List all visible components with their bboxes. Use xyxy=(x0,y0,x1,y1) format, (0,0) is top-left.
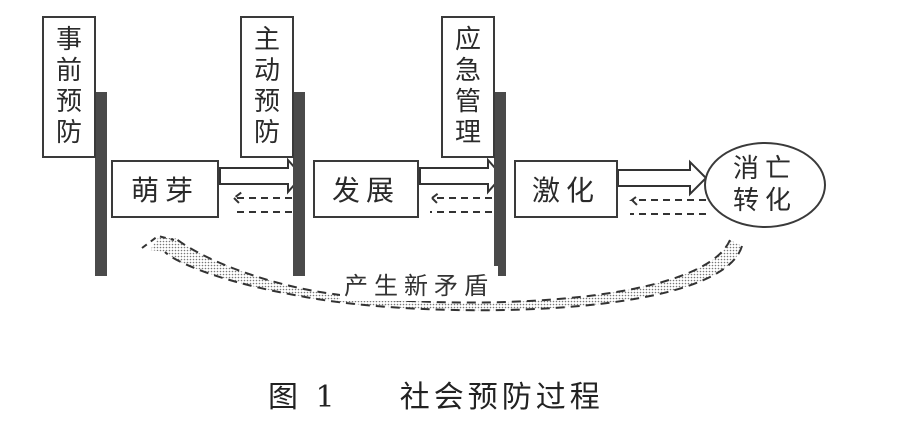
gate-box-active-prevention: 主动预防 xyxy=(240,16,294,158)
figure-number: 图 1 xyxy=(268,380,339,415)
gate-label-emergency-management: 应急管理 xyxy=(454,25,481,148)
gate-box-emergency-management: 应急管理 xyxy=(441,16,495,158)
wall-1 xyxy=(95,92,107,276)
backward-arrow-3 xyxy=(629,193,706,215)
state-label-develop: 发展 xyxy=(331,174,400,207)
state-label-sprout: 萌芽 xyxy=(130,174,199,207)
state-box-develop: 发展 xyxy=(313,160,419,218)
gate-box-prior-prevention: 事前预防 xyxy=(42,16,96,158)
gate-label-active-prevention: 主动预防 xyxy=(253,25,280,148)
end-label-line1: 消亡 xyxy=(732,154,797,184)
backward-arrow-1 xyxy=(231,191,292,213)
loop-label: 产生新矛盾 xyxy=(340,266,498,301)
forward-arrow-1 xyxy=(219,157,304,195)
state-box-sprout: 萌芽 xyxy=(111,160,219,218)
backward-arrow-2 xyxy=(429,191,492,213)
gate-label-prior-prevention: 事前预防 xyxy=(55,25,82,148)
state-label-intensify: 激化 xyxy=(531,174,600,207)
figure-title: 社会预防过程 xyxy=(399,380,604,415)
wall-3 xyxy=(494,92,506,276)
wall-2 xyxy=(293,92,305,276)
return-curve xyxy=(141,234,743,312)
forward-arrow-2 xyxy=(419,157,504,195)
state-box-intensify: 激化 xyxy=(514,160,618,218)
end-label-line2: 转化 xyxy=(732,186,797,216)
end-oval: 消亡 转化 xyxy=(704,142,826,228)
forward-arrow-3 xyxy=(617,159,708,197)
figure-caption: 图 1 社会预防过程 xyxy=(268,372,604,416)
